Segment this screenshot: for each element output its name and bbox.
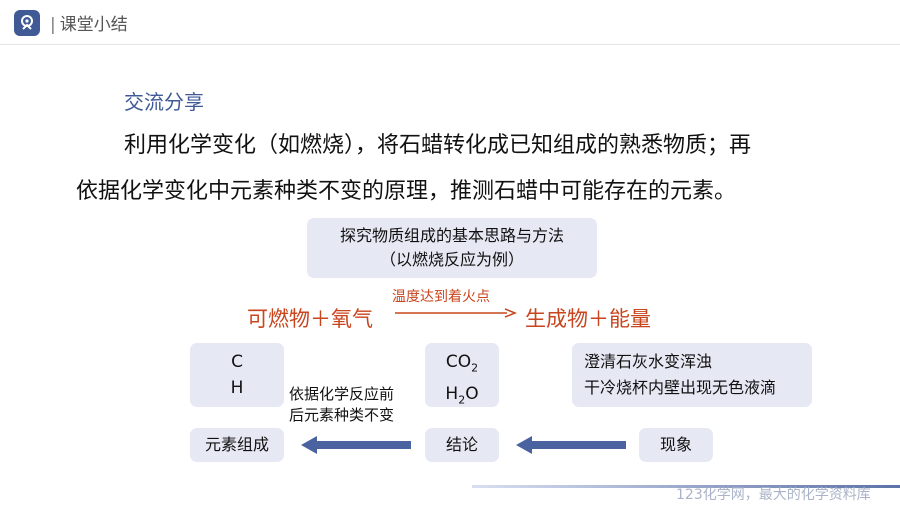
observation-2: 干冷烧杯内壁出现无色液滴: [584, 378, 777, 397]
observation-1: 澄清石灰水变浑浊: [584, 352, 713, 371]
elements-label-box: 元素组成: [190, 428, 284, 462]
reactants-text: 可燃物＋氧气: [247, 307, 373, 331]
reaction-condition: 温度达到着火点: [392, 289, 490, 305]
paragraph-line-1: 利用化学变化（如燃烧），将石蜡转化成已知组成的熟悉物质；再: [124, 133, 752, 158]
paragraph-line-2: 依据化学变化中元素种类不变的原理，推测石蜡中可能存在的元素。: [76, 179, 737, 204]
products-text: 生成物＋能量: [525, 307, 651, 331]
method-note: （以燃烧反应为例）: [379, 250, 524, 269]
basis-text: 依据化学反应前 后元素种类不变: [289, 385, 395, 424]
element-c: C: [231, 352, 243, 372]
section-subtitle: 交流分享: [124, 90, 204, 114]
page-title: |课堂小结: [50, 15, 128, 35]
conclusion-label-box: 结论: [425, 428, 499, 462]
product-co2: CO2: [445, 352, 479, 375]
observation-box: 澄清石灰水变浑浊 干冷烧杯内壁出现无色液滴: [572, 343, 812, 407]
method-box: 探究物质组成的基本思路与方法 （以燃烧反应为例）: [307, 218, 597, 278]
header-bar: |课堂小结: [0, 0, 900, 45]
left-arrow-icon: [301, 436, 411, 454]
elements-box: C H: [190, 343, 284, 407]
phenomenon-label-box: 现象: [639, 428, 713, 462]
left-arrow-icon: [516, 436, 626, 454]
footer-line: [472, 485, 900, 488]
app-logo-icon: [14, 10, 40, 36]
element-h: H: [230, 378, 244, 398]
method-title: 探究物质组成的基本思路与方法: [339, 226, 564, 245]
products-box: CO2 H2O: [425, 343, 499, 407]
footer-watermark: 123化学网，最大的化学资料库: [676, 487, 871, 503]
reaction-arrow-icon: [395, 308, 517, 318]
product-h2o: H2O: [445, 384, 479, 407]
